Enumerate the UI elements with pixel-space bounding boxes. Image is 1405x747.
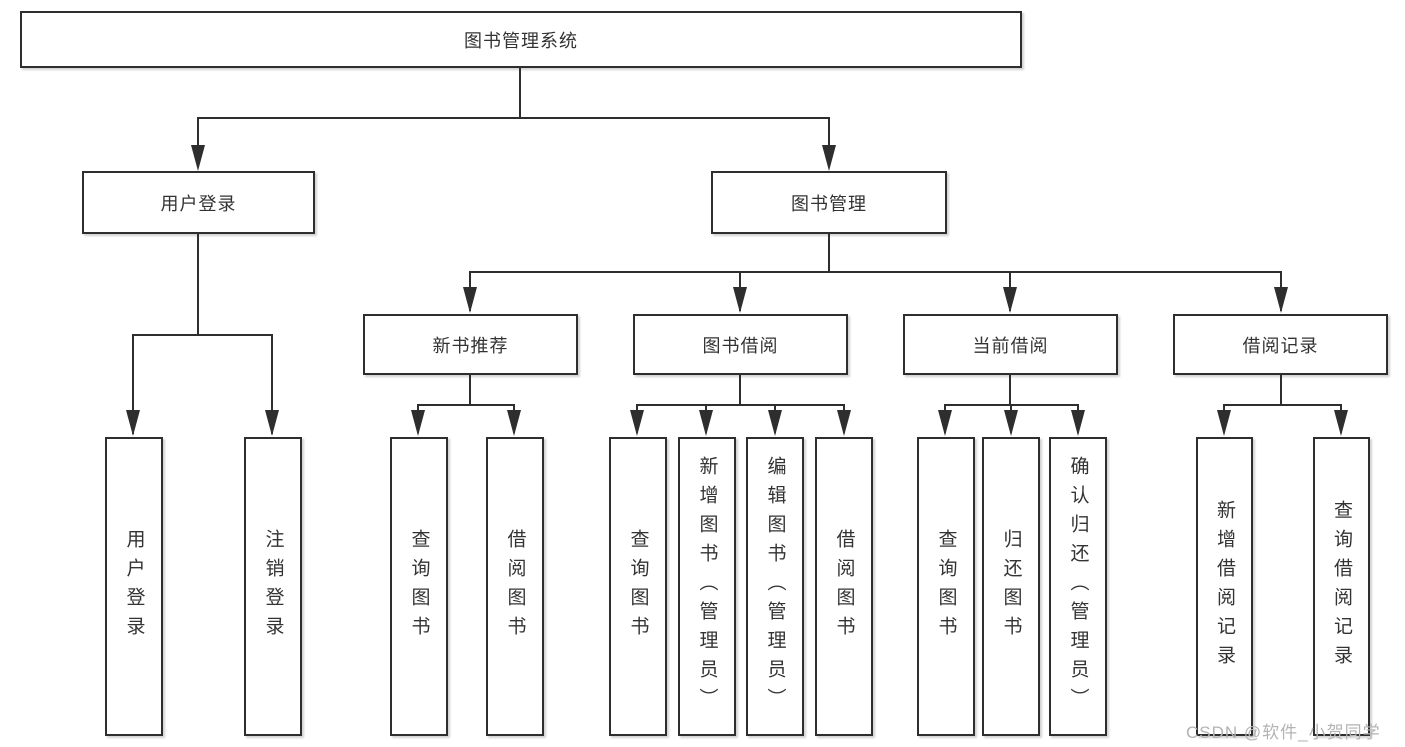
connector-line (197, 117, 199, 167)
arrowhead-icon (463, 287, 477, 313)
arrowhead-icon (1217, 410, 1231, 436)
arrowhead-icon (1274, 287, 1288, 313)
connector-line (1224, 404, 1341, 406)
arrowhead-icon (822, 145, 836, 171)
arrowhead-icon (191, 145, 205, 171)
connector-line (637, 404, 844, 406)
arrowhead-icon (699, 410, 713, 436)
arrowhead-icon (1003, 287, 1017, 313)
arrowhead-icon (733, 287, 747, 313)
arrowhead-icon (411, 410, 425, 436)
connector-line (133, 334, 272, 336)
node-leaf-user-login: 用户登录 (105, 437, 163, 736)
arrowhead-icon (507, 410, 521, 436)
arrowhead-icon (630, 410, 644, 436)
arrowhead-icon (837, 410, 851, 436)
connector-line (197, 234, 199, 336)
node-leaf-return-books: 归还图书 (982, 437, 1040, 736)
node-current-borrowing: 当前借阅 (903, 314, 1118, 375)
node-leaf-borrow-books: 借阅图书 (815, 437, 873, 736)
connector-line (828, 117, 830, 167)
connector-line (469, 375, 471, 406)
node-leaf-borrow-books-recommend: 借阅图书 (486, 437, 544, 736)
node-leaf-query-books-borrowing: 查询图书 (609, 437, 667, 736)
node-leaf-edit-books-admin: 编辑图书（管理员） (746, 437, 804, 736)
node-book-management: 图书管理 (711, 171, 947, 234)
connector-line (1280, 375, 1282, 406)
node-leaf-add-borrow-record: 新增借阅记录 (1196, 437, 1253, 736)
arrowhead-icon (265, 410, 279, 436)
connector-line (198, 117, 830, 119)
node-user-login: 用户登录 (82, 171, 315, 234)
connector-line (132, 334, 134, 434)
node-leaf-logout: 注销登录 (244, 437, 302, 736)
connector-line (828, 234, 830, 273)
connector-line (418, 404, 515, 406)
connector-line (519, 68, 521, 118)
connector-line (470, 271, 1281, 273)
arrowhead-icon (768, 410, 782, 436)
node-leaf-query-books-recommend: 查询图书 (390, 437, 448, 736)
connector-line (271, 334, 273, 434)
arrowhead-icon (1071, 410, 1085, 436)
node-leaf-add-books-admin: 新增图书（管理员） (678, 437, 736, 736)
connector-line (1009, 375, 1011, 406)
node-leaf-query-books-current: 查询图书 (917, 437, 975, 736)
connector-line (739, 375, 741, 406)
arrowhead-icon (126, 410, 140, 436)
node-library-management-system: 图书管理系统 (20, 11, 1022, 68)
node-leaf-query-borrow-record: 查询借阅记录 (1313, 437, 1370, 736)
arrowhead-icon (1334, 410, 1348, 436)
arrowhead-icon (938, 410, 952, 436)
node-new-book-recommend: 新书推荐 (363, 314, 578, 375)
node-book-borrowing: 图书借阅 (633, 314, 848, 375)
connector-line (945, 404, 1079, 406)
csdn-watermark: CSDN @软件_小贺同学 (1186, 723, 1381, 742)
node-leaf-confirm-return-admin: 确认归还（管理员） (1049, 437, 1107, 736)
arrowhead-icon (1004, 410, 1018, 436)
node-borrowing-records: 借阅记录 (1173, 314, 1388, 375)
